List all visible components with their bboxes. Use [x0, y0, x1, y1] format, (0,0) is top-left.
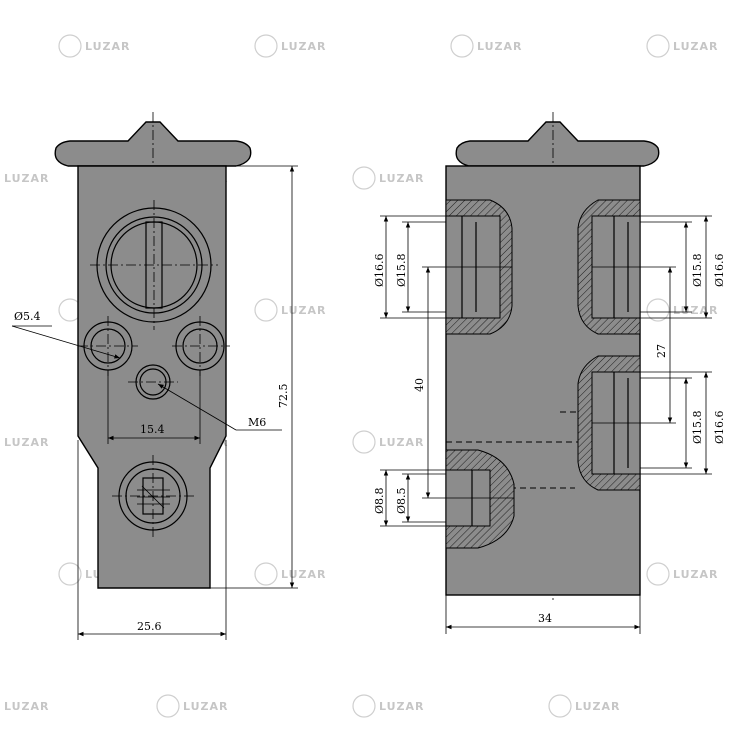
- svg-text:LUZAR: LUZAR: [673, 568, 719, 581]
- svg-text:LUZAR: LUZAR: [4, 172, 50, 185]
- dim-thread: M6: [248, 416, 266, 429]
- dim-small-port-inner: Ø8.5: [395, 487, 408, 514]
- valve-body: [77, 165, 227, 589]
- svg-text:LUZAR: LUZAR: [673, 40, 719, 53]
- svg-text:LUZAR: LUZAR: [183, 700, 229, 713]
- dim-width-right: 34: [538, 612, 552, 625]
- svg-text:LUZAR: LUZAR: [673, 304, 719, 317]
- port-section-left-bottom: [445, 449, 515, 549]
- adjusting-screw: [112, 455, 194, 538]
- watermark-logo: LUZAR: [4, 700, 50, 713]
- watermark-logo: LUZAR: [156, 694, 229, 718]
- watermark-logo: LUZAR: [254, 298, 327, 322]
- svg-text:LUZAR: LUZAR: [281, 304, 327, 317]
- svg-text:LUZAR: LUZAR: [281, 568, 327, 581]
- svg-text:LUZAR: LUZAR: [85, 40, 131, 53]
- dim-hole-spacing: 15.4: [140, 423, 165, 436]
- watermark-logo: LUZAR: [548, 694, 621, 718]
- svg-text:LUZAR: LUZAR: [477, 40, 523, 53]
- svg-text:LUZAR: LUZAR: [281, 40, 327, 53]
- dim-right-top-outer: Ø16.6: [713, 253, 726, 287]
- watermark-logo: LUZAR: [352, 166, 425, 190]
- dim-width-left: 25.6: [137, 620, 162, 633]
- svg-text:LUZAR: LUZAR: [379, 172, 425, 185]
- dim-port-spacing-left: 40: [413, 378, 426, 392]
- dim-right-bottom-outer: Ø16.6: [713, 410, 726, 444]
- watermark-logo: LUZAR: [646, 562, 719, 586]
- watermark-logo: LUZAR: [352, 694, 425, 718]
- dim-leader-thread: [157, 383, 237, 431]
- section-head-cap: [455, 121, 660, 167]
- dim-left-top-outer: Ø16.6: [373, 253, 386, 287]
- watermark-logo: LUZAR: [4, 172, 50, 185]
- dim-port-spacing-right: 27: [655, 344, 668, 358]
- dim-small-port-outer: Ø8.8: [373, 487, 386, 514]
- svg-text:LUZAR: LUZAR: [575, 700, 621, 713]
- watermark-logo: LUZAR: [254, 34, 327, 58]
- svg-text:LUZAR: LUZAR: [379, 700, 425, 713]
- watermark-logo: LUZAR: [58, 34, 131, 58]
- watermark-logo: LUZAR: [450, 34, 523, 58]
- watermark-logo: LUZAR: [254, 562, 327, 586]
- watermark-logo: LUZAR: [646, 34, 719, 58]
- dim-height: 72.5: [277, 384, 290, 409]
- svg-text:LUZAR: LUZAR: [4, 700, 50, 713]
- svg-text:LUZAR: LUZAR: [4, 436, 50, 449]
- svg-text:LUZAR: LUZAR: [379, 436, 425, 449]
- dim-hole-diameter: Ø5.4: [14, 310, 41, 323]
- dim-right-top-inner: Ø15.8: [691, 253, 704, 287]
- right-view: Ø16.6 Ø15.8 40 Ø8.8 Ø8.5 Ø15.8 Ø16.6 27: [373, 112, 726, 634]
- dim-left-top-inner: Ø15.8: [395, 253, 408, 287]
- left-view: Ø5.4 M6 15.4 72.5 25.6: [11, 112, 298, 640]
- watermark-logo: LUZAR: [4, 436, 50, 449]
- dim-right-bottom-inner: Ø15.8: [691, 410, 704, 444]
- large-port: [90, 200, 218, 330]
- m6-thread-hole: [128, 364, 178, 400]
- dim-leader-hole: [11, 325, 121, 359]
- watermark-logo: LUZAR: [352, 430, 425, 454]
